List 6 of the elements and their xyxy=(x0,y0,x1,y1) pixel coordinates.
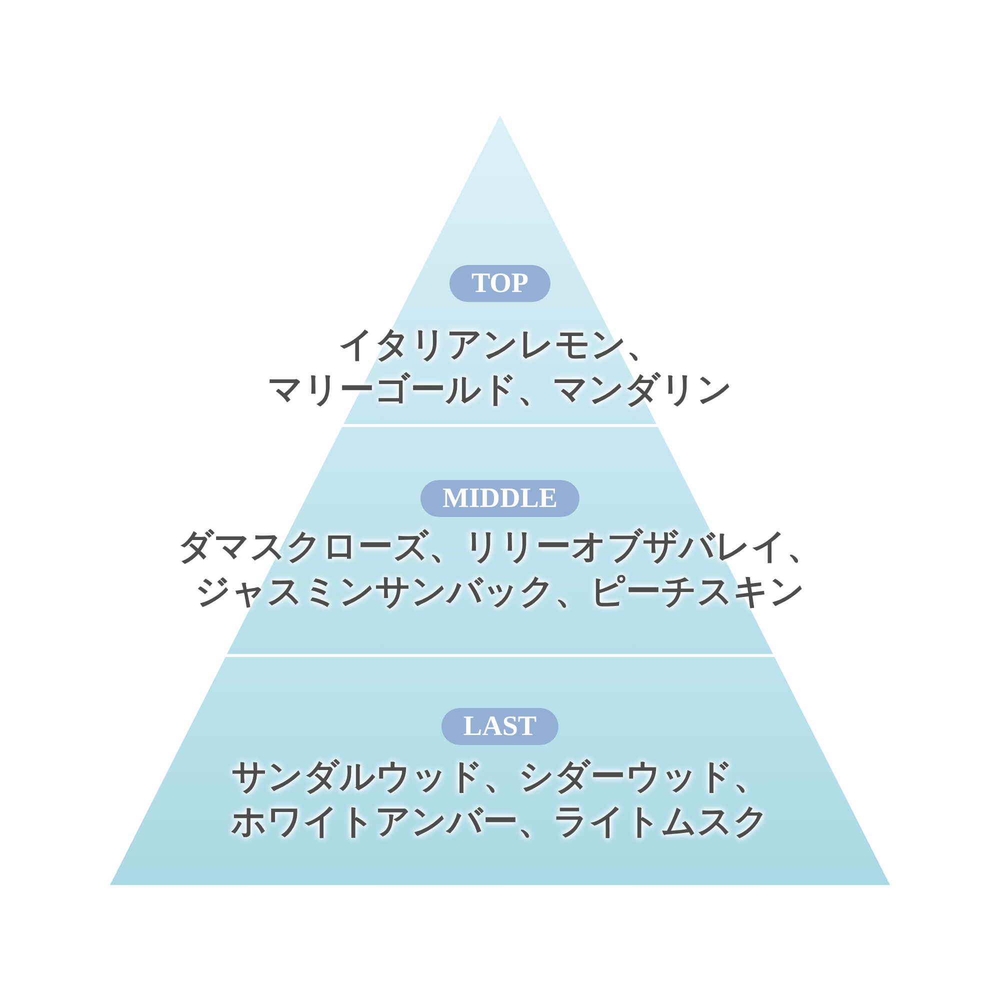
tier-label: TOP xyxy=(449,265,551,302)
ingredient-list: イタリアンレモン、マリーゴールド、マンダリン xyxy=(264,322,736,412)
tier-label: MIDDLE xyxy=(420,480,580,517)
ingredient-list: サンダルウッド、シダーウッド、ホワイトアンバー、ライトムスク xyxy=(227,754,773,844)
ingredient-list: ダマスクローズ、リリーオブザバレイ、ジャスミンサンバック、ピーチスキン xyxy=(174,524,826,614)
tier-label: LAST xyxy=(441,708,559,745)
